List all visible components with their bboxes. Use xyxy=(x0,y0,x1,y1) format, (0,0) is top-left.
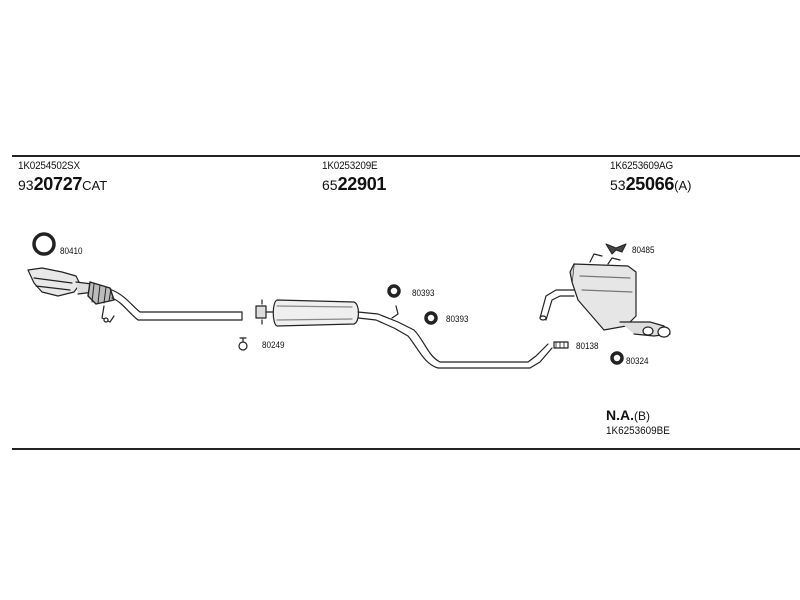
callout-ring-gasket: 80410 xyxy=(60,246,83,256)
callout-clamp-mid-top: 80393 xyxy=(412,288,435,298)
na-suffix: (B) xyxy=(634,409,650,423)
rear-silencer-icon xyxy=(539,253,671,338)
part-reference: 9320727CAT xyxy=(18,174,108,194)
clamp-icon xyxy=(238,337,248,351)
part-catalytic-converter-header: 1K0254502SX 9320727CAT xyxy=(18,160,107,195)
part-rear-silencer-header: 1K6253609AG 5325066(A) xyxy=(610,160,691,195)
middle-silencer-icon xyxy=(255,299,553,369)
clamp-rear-icon xyxy=(553,341,569,349)
callout-ring-rear: 80324 xyxy=(626,356,649,366)
callout-clamp-front: 80249 xyxy=(262,340,285,350)
part-code: 1K6253609AG xyxy=(610,160,673,172)
part-reference: 6522901 xyxy=(322,174,387,194)
na-part-code: 1K6253609BE xyxy=(606,425,670,437)
part-middle-silencer-header: 1K0253209E 6522901 xyxy=(322,160,386,195)
clamp-top-icon xyxy=(387,284,401,298)
na-label: N.A. xyxy=(606,407,634,423)
bottom-divider xyxy=(12,448,800,450)
ring-rear-icon xyxy=(610,351,624,365)
top-divider xyxy=(12,155,800,157)
front-pipe-icon xyxy=(111,289,243,321)
catalytic-converter-icon xyxy=(27,267,115,323)
ring-gasket-icon xyxy=(32,232,56,256)
callout-hanger-rear: 80485 xyxy=(632,245,655,255)
clamp-bottom-icon xyxy=(424,311,438,325)
callout-clamp-rear: 80138 xyxy=(576,341,599,351)
hanger-icon xyxy=(605,243,627,255)
part-reference: 5325066(A) xyxy=(610,174,692,194)
part-code: 1K0254502SX xyxy=(18,160,80,172)
callout-clamp-mid-bottom: 80393 xyxy=(446,314,469,324)
part-code: 1K0253209E xyxy=(322,160,378,172)
na-part-block: N.A.(B) 1K6253609BE xyxy=(606,407,677,437)
